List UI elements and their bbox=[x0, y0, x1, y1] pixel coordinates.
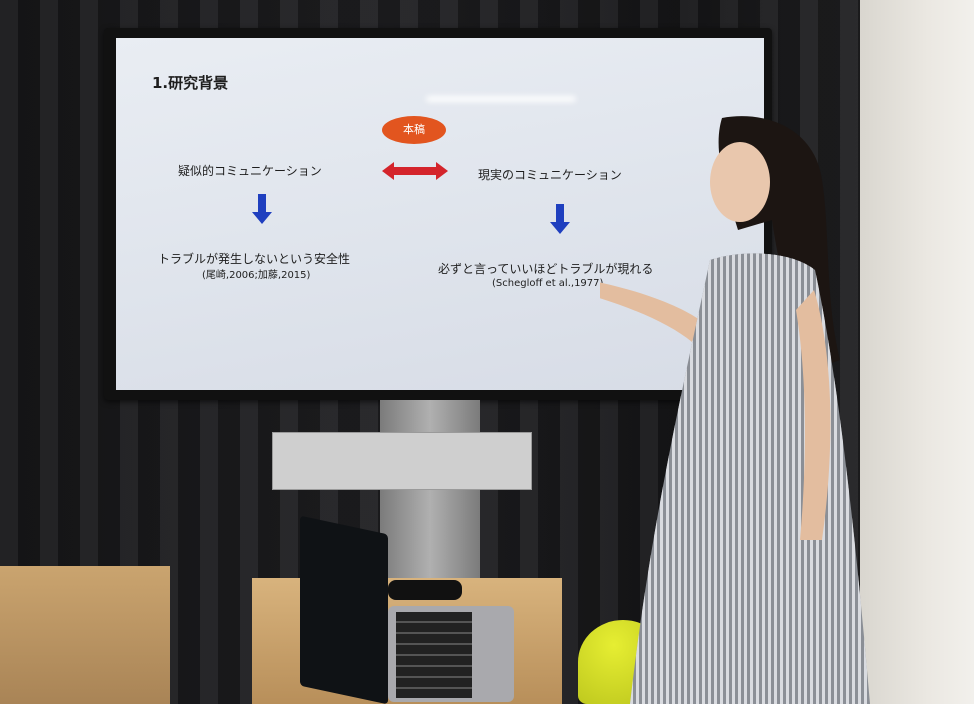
double-arrow-icon bbox=[382, 162, 448, 180]
badge-oval: 本稿 bbox=[382, 116, 446, 144]
left-concept-label: 疑似的コミュニケーション bbox=[178, 164, 322, 178]
left-desk bbox=[0, 566, 170, 704]
down-arrow-icon bbox=[252, 194, 272, 224]
screen-glare bbox=[426, 96, 576, 102]
left-citation: (尾崎,2006;加藤,2015) bbox=[202, 270, 311, 281]
tv-remote bbox=[388, 580, 462, 600]
tv-stand bbox=[380, 400, 480, 600]
laptop-screen bbox=[300, 515, 388, 704]
left-result-text: トラブルが発生しないという安全性 bbox=[158, 252, 351, 266]
presentation-screen: 1.研究背景 本稿 疑似的コミュニケーション 現実のコミュニケーション トラブル… bbox=[116, 38, 764, 390]
white-wall bbox=[860, 0, 974, 704]
right-citation: (Schegloff et al.,1977) bbox=[492, 278, 604, 289]
presenter-figure bbox=[600, 116, 870, 704]
right-result-text: 必ずと言っていいほどトラブルが現れる bbox=[438, 262, 654, 276]
stand-shelf bbox=[272, 432, 532, 490]
right-concept-label: 現実のコミュニケーション bbox=[478, 168, 622, 182]
down-arrow-icon bbox=[550, 204, 570, 234]
slide-title: 1.研究背景 bbox=[152, 74, 229, 92]
laptop-keyboard bbox=[396, 612, 472, 698]
